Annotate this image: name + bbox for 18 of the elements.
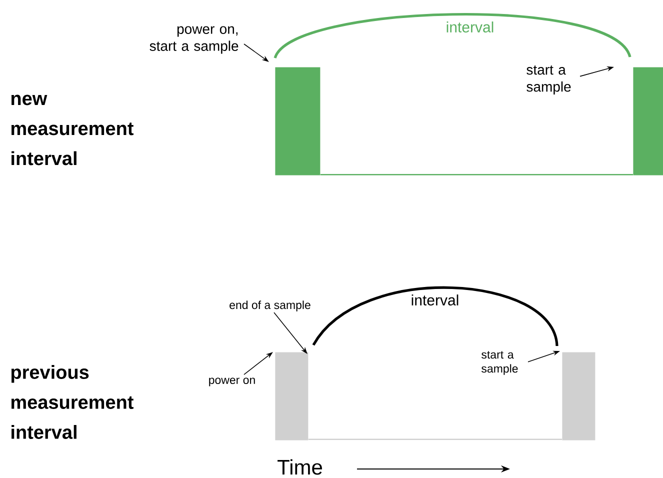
annotation-text: power on (209, 378, 255, 386)
annotation-text: power on, start a sample (150, 26, 238, 54)
baseline (320, 174, 633, 176)
edge-label: interval (410, 293, 460, 306)
annotation-text: start a sample (526, 66, 571, 94)
edge-label: interval (444, 20, 496, 34)
annotation-text: end of a sample (230, 300, 310, 312)
sample-bar (562, 352, 596, 440)
sample-bar (275, 67, 320, 176)
sample-bar (275, 352, 308, 440)
annotation-text: start a sample (482, 351, 518, 375)
sample-bar (633, 67, 663, 176)
row-heading: previous measurement interval (11, 365, 134, 439)
interval-arc (274, 13, 632, 59)
interval-arc (312, 286, 558, 346)
axis-label: Time (278, 459, 322, 475)
row-heading: new measurement interval (11, 94, 134, 166)
baseline (308, 438, 562, 440)
